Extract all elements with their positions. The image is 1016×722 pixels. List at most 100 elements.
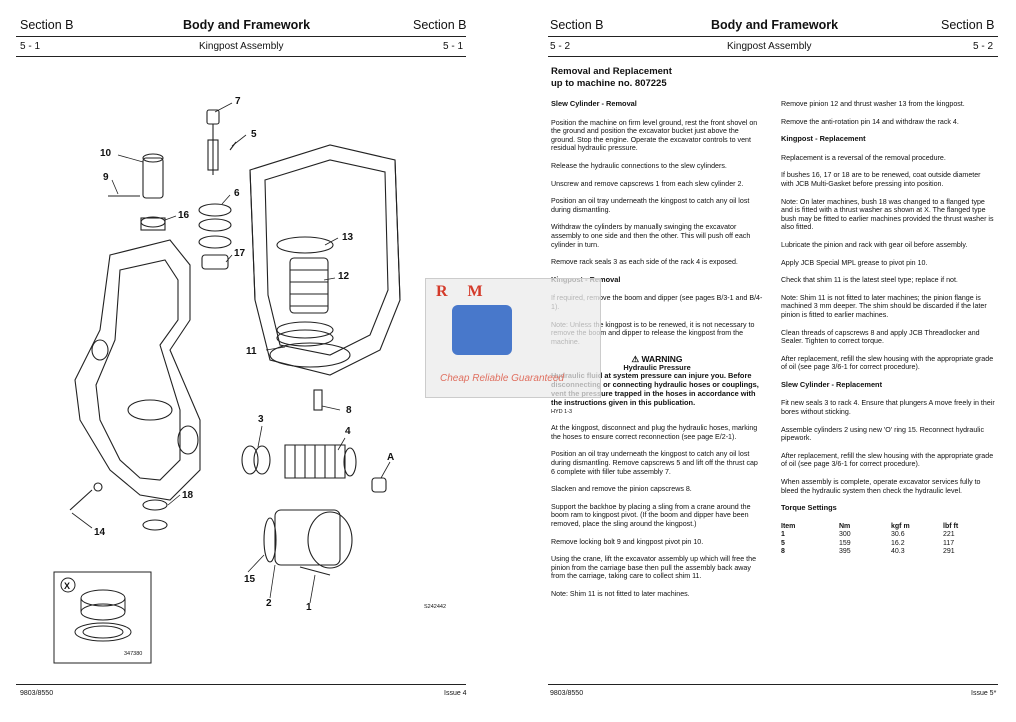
inset-code: 347380 xyxy=(124,651,142,657)
right-page: Section B Body and Framework Section B 5… xyxy=(508,0,1016,722)
callout-14: 14 xyxy=(94,527,106,538)
callout-6: 6 xyxy=(234,188,240,199)
torque-header-cell: Nm xyxy=(839,522,851,530)
paragraph: Unscrew and remove capscrews 1 from each… xyxy=(551,179,744,188)
footer-rule xyxy=(16,684,466,685)
paragraph: Remove rack seals 3 as each side of the … xyxy=(551,258,738,267)
paragraph: Assemble cylinders 2 using new 'O' ring … xyxy=(781,425,985,443)
torque-cell: 16.2 xyxy=(891,539,905,547)
page-number-left: 5 - 2 xyxy=(550,41,571,52)
torque-cell: 221 xyxy=(943,531,955,539)
paragraph: Apply JCB Special MPL grease to pivot pi… xyxy=(781,258,928,267)
callout-2: 2 xyxy=(266,598,272,609)
paragraph: Fit new seals 3 to rack 4. Ensure that p… xyxy=(781,399,995,417)
torque-cell: 117 xyxy=(943,539,955,547)
subheader-rule xyxy=(548,56,998,57)
callout-7: 7 xyxy=(235,96,241,107)
torque-cell: 5 xyxy=(781,539,785,547)
page-title: Body and Framework xyxy=(711,18,839,32)
footer-doc-number: 9803/8550 xyxy=(550,690,584,697)
callout-A: A xyxy=(387,452,394,463)
torque-cell: 291 xyxy=(943,548,955,556)
figure-code: S242442 xyxy=(424,604,446,610)
paragraph: Note: Shim 11 is not fitted to later mac… xyxy=(781,293,987,319)
footer-issue: Issue 4 xyxy=(444,690,467,697)
callout-10: 10 xyxy=(100,148,112,159)
footer-rule xyxy=(548,684,998,685)
callout-5: 5 xyxy=(251,129,257,140)
torque-row: 1 300 30.6 221 xyxy=(781,531,995,540)
paragraph: If bushes 16, 17 or 18 are to be renewed… xyxy=(781,171,981,188)
torque-cell: 1 xyxy=(781,531,785,539)
paragraph: Slacken and remove the pinion capscrews … xyxy=(551,485,692,494)
callout-4: 4 xyxy=(345,426,351,437)
callout-9: 9 xyxy=(103,172,109,183)
section-label-left: Section B xyxy=(20,18,74,32)
section-label-right: Section B xyxy=(413,18,467,32)
torque-cell: 30.6 xyxy=(891,531,905,539)
section-heading: Kingpost - Replacement xyxy=(781,134,866,144)
paragraph: Note: On later machines, bush 18 was cha… xyxy=(781,197,994,232)
paragraph: Position the machine on firm level groun… xyxy=(551,118,758,153)
torque-header-cell: lbf ft xyxy=(943,522,959,530)
inset-label: X xyxy=(64,581,70,591)
subheader-rule xyxy=(16,56,466,57)
callout-13: 13 xyxy=(342,232,354,243)
paragraph: Check that shim 11 is the latest steel t… xyxy=(781,276,958,285)
torque-cell: 159 xyxy=(839,539,851,547)
paragraph: Position an oil tray underneath the king… xyxy=(551,450,758,476)
warning-title: ⚠ WARNING xyxy=(551,355,763,364)
paragraph: Remove pinion 12 and thrust washer 13 fr… xyxy=(781,100,965,108)
warning-title-text: WARNING xyxy=(641,354,683,365)
callout-12: 12 xyxy=(338,271,350,282)
callout-15: 15 xyxy=(244,574,256,585)
callout-11: 11 xyxy=(246,346,257,357)
section-heading: Torque Settings xyxy=(781,503,837,513)
main-heading-line-1: Removal and Replacement xyxy=(551,66,672,77)
kingpost-exploded-diagram: 7 5 10 6 9 16 13 12 17 11 8 3 4 A 18 14 … xyxy=(53,96,446,664)
main-heading: Removal and Replacement up to machine no… xyxy=(551,66,672,90)
text-column-2: Remove pinion 12 and thrust washer 13 fr… xyxy=(781,100,995,557)
paragraph: Support the backhoe by placing a sling f… xyxy=(551,502,751,528)
paragraph: Withdraw the cylinders by manually swing… xyxy=(551,223,751,249)
callout-17: 17 xyxy=(234,248,246,259)
section-heading: Slew Cylinder - Removal xyxy=(551,99,637,108)
paragraph: Remove locking bolt 9 and kingpost pivot… xyxy=(551,537,704,546)
main-heading-line-2: up to machine no. 807225 xyxy=(551,78,667,89)
section-heading: Slew Cylinder - Replacement xyxy=(781,379,883,389)
torque-row: 5 159 16.2 117 xyxy=(781,540,995,549)
inset-marker xyxy=(60,577,76,593)
paragraph: Release the hydraulic connections to the… xyxy=(551,161,727,170)
callout-18: 18 xyxy=(182,490,194,501)
warning-subtitle: Hydraulic Pressure xyxy=(623,362,691,372)
footer-issue: Issue 5* xyxy=(971,690,997,697)
paragraph: Note: Shim 11 is not fitted to later mac… xyxy=(551,589,690,598)
section-label-left: Section B xyxy=(550,18,604,32)
paragraph: When assembly is complete, operate excav… xyxy=(781,478,981,495)
callout-3: 3 xyxy=(258,414,264,425)
watermark-slogan: Cheap Reliable Guaranteed xyxy=(440,373,564,384)
torque-cell: 300 xyxy=(839,531,851,539)
section-label-right: Section B xyxy=(941,18,995,32)
paragraph: Using the crane, lift the excavator asse… xyxy=(551,555,757,581)
page-subtitle: Kingpost Assembly xyxy=(727,41,812,52)
watermark-letters: R M xyxy=(436,283,491,300)
warning-code: HYD 1-3 xyxy=(551,408,573,415)
page-title: Body and Framework xyxy=(183,18,311,32)
page-number-right: 5 - 1 xyxy=(443,41,464,52)
warning-triangle-icon: ⚠ xyxy=(631,354,640,365)
torque-cell: 8 xyxy=(781,548,785,556)
left-page: Section B Body and Framework Section B 5… xyxy=(16,18,467,697)
page-number-left: 5 - 1 xyxy=(20,41,41,52)
callout-8: 8 xyxy=(346,405,352,416)
watermark-logo: R M Cheap Reliable Guaranteed xyxy=(425,278,601,398)
header-rule xyxy=(16,36,466,37)
footer-doc-number: 9803/8550 xyxy=(20,690,54,697)
torque-header-cell: Item xyxy=(781,522,796,530)
paragraph: Replacement is a reversal of the removal… xyxy=(781,153,946,162)
inset-frame xyxy=(53,571,152,664)
